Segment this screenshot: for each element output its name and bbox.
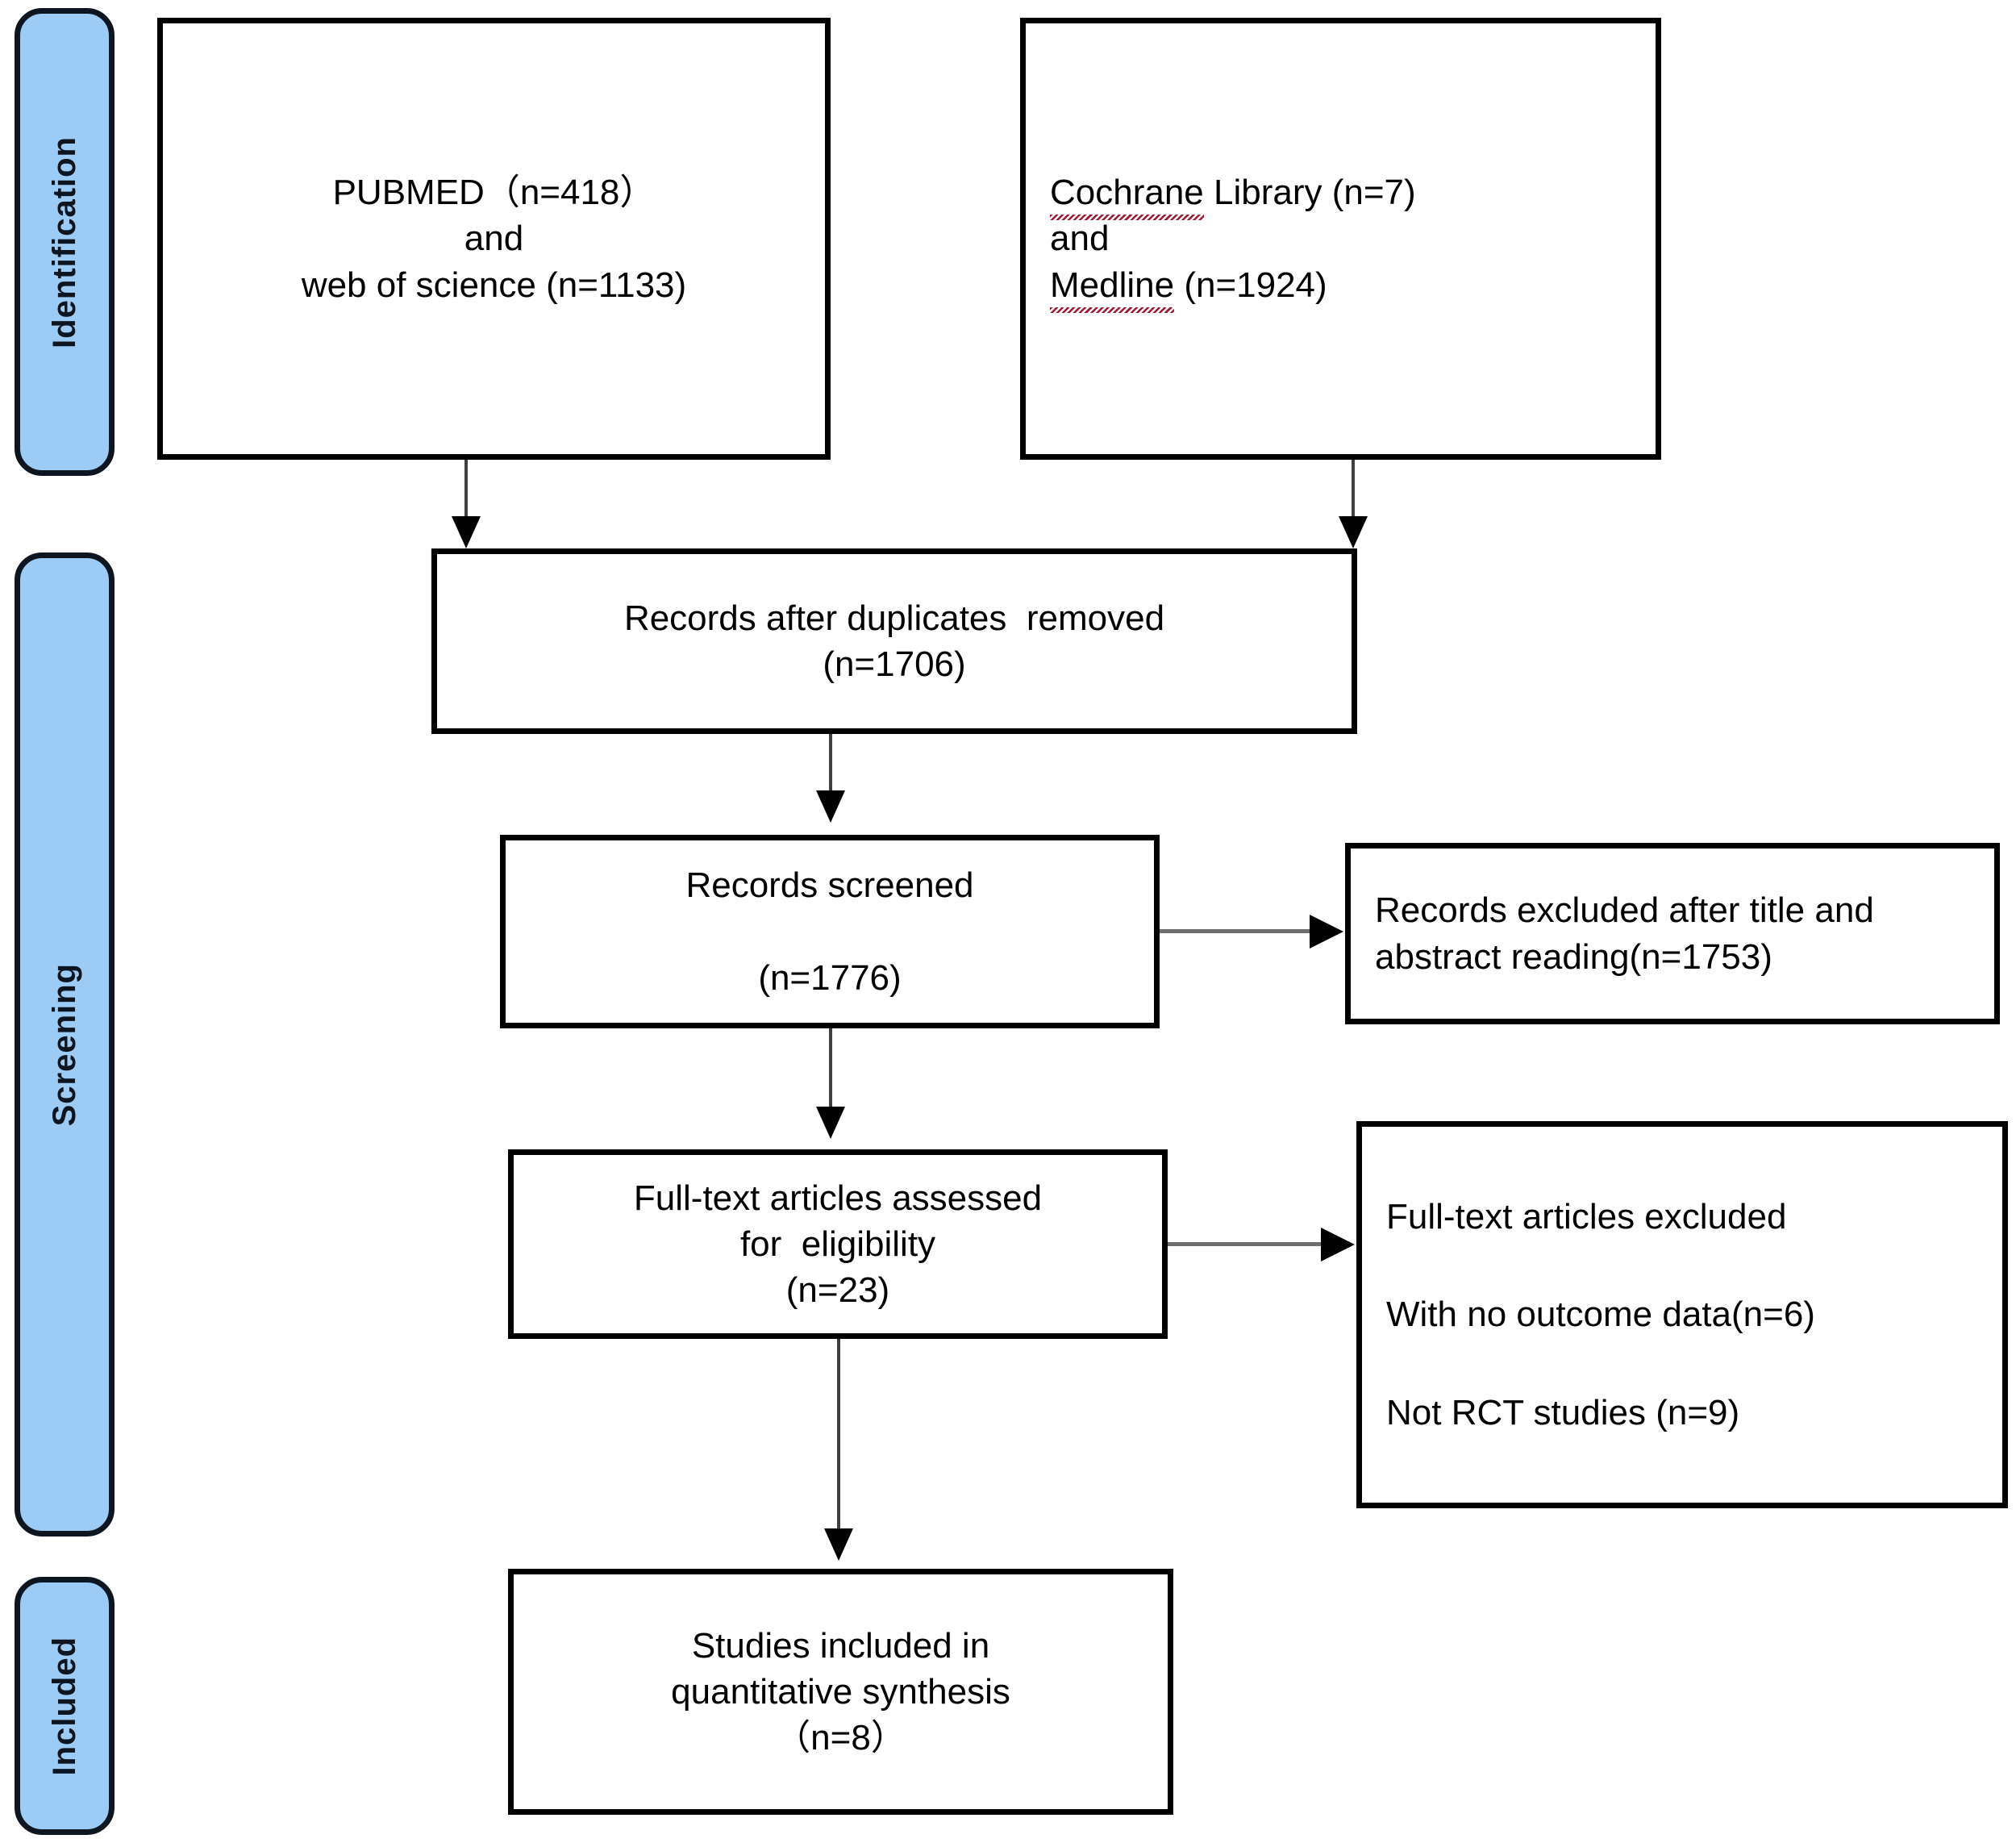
fulltext-assessed-line-2: for eligibility	[739, 1224, 936, 1264]
fulltext-assessed-line-3: (n=23)	[785, 1270, 890, 1311]
studies-included-line-1: Studies included in	[691, 1625, 990, 1666]
records-excluded-line-2: abstract reading(n=1753)	[1375, 936, 1772, 977]
arrowhead-duplicates-to-screened	[816, 790, 845, 823]
source-left-line-1: PUBMED（n=418）	[332, 173, 656, 213]
spellcheck-underline-cochrane: Cochrane	[1050, 169, 1204, 221]
arrowhead-left-source-to-duplicates	[452, 516, 481, 548]
arrowhead-screened-to-fulltext	[816, 1107, 845, 1139]
connector-screened-to-fulltext	[829, 1028, 832, 1111]
source-left-line-3: web of science (n=1133)	[301, 265, 687, 305]
connector-duplicates-to-screened	[829, 734, 832, 797]
records-screened-line-2: (n=1776)	[758, 957, 902, 998]
box-database-search-right: Cochrane Library (n=7) and Medline (n=19…	[1020, 18, 1661, 460]
duplicates-line-1: Records after duplicates removed	[623, 598, 1165, 638]
fulltext-excluded-line-3: Not RCT studies (n=9)	[1386, 1392, 1740, 1432]
arrowhead-right-source-to-duplicates	[1339, 516, 1368, 548]
connector-fulltext-to-included	[837, 1339, 840, 1532]
source-right-line-2: and	[1050, 219, 1110, 259]
fulltext-excluded-line-2: With no outcome data(n=6)	[1386, 1295, 1815, 1335]
box-records-excluded: Records excluded after title and abstrac…	[1345, 843, 2000, 1024]
source-left-line-2: and	[464, 219, 524, 259]
source-right-line-3-rest: (n=1924)	[1174, 265, 1327, 305]
box-full-text-assessed: Full-text articles assessed for eligibil…	[508, 1149, 1168, 1339]
records-screened-spacer	[506, 908, 1154, 954]
fulltext-assessed-line-1: Full-text articles assessed	[633, 1178, 1043, 1218]
source-right-line-3: Medline (n=1924)	[1050, 262, 1656, 313]
fulltext-excluded-gap-2	[1386, 1338, 2002, 1390]
fulltext-excluded-gap-1	[1386, 1240, 2002, 1291]
arrowhead-fulltext-to-included	[824, 1528, 853, 1561]
stage-band-included: Included	[15, 1577, 115, 1835]
box-full-text-excluded: Full-text articles excluded With no outc…	[1356, 1121, 2008, 1508]
source-right-line-1: Cochrane Library (n=7)	[1050, 169, 1656, 221]
source-right-line-1-rest: Library (n=7)	[1203, 173, 1416, 213]
records-screened-line-1: Records screened	[685, 865, 974, 906]
box-studies-included: Studies included in quantitative synthes…	[508, 1569, 1173, 1815]
connector-fulltext-to-excluded	[1168, 1242, 1322, 1246]
connector-left-source-to-duplicates	[464, 460, 468, 523]
stage-label-identification: Identification	[47, 136, 82, 348]
box-records-after-duplicates-removed: Records after duplicates removed (n=1706…	[431, 548, 1357, 734]
arrowhead-screened-to-excluded	[1310, 915, 1343, 949]
studies-included-line-3: （n=8）	[775, 1718, 906, 1758]
fulltext-excluded-line-1: Full-text articles excluded	[1386, 1197, 1787, 1237]
box-database-search-left: PUBMED（n=418） and web of science (n=1133…	[157, 18, 831, 460]
box-records-screened: Records screened (n=1776)	[500, 835, 1160, 1028]
duplicates-line-2: (n=1706)	[823, 644, 966, 684]
arrowhead-fulltext-to-excluded	[1321, 1228, 1355, 1261]
stage-band-screening: Screening	[15, 552, 115, 1537]
spellcheck-underline-medline: Medline	[1050, 262, 1175, 313]
connector-right-source-to-duplicates	[1352, 460, 1355, 523]
stage-label-screening: Screening	[47, 962, 82, 1127]
stage-band-identification: Identification	[15, 8, 115, 476]
studies-included-line-2: quantitative synthesis	[671, 1671, 1010, 1712]
records-excluded-line-1: Records excluded after title and	[1375, 890, 1874, 931]
connector-screened-to-excluded	[1160, 929, 1313, 933]
stage-label-included: Included	[47, 1636, 82, 1776]
